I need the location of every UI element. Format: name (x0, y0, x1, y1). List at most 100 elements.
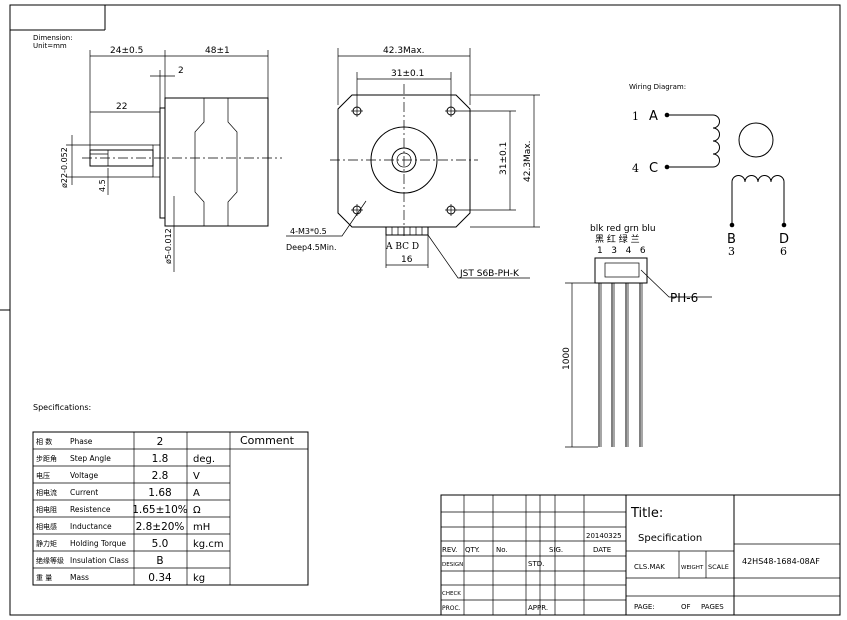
spec-comment-header: Comment (240, 434, 295, 447)
spec-en-label: Voltage (70, 471, 99, 480)
tb-date: DATE (593, 546, 611, 554)
dimension-label: Dimension: (33, 34, 73, 42)
tb-date-value: 20140325 (586, 532, 622, 540)
spec-en-label: Mass (70, 573, 89, 582)
dim-offset: 4.5 (98, 179, 107, 192)
dim-flange: 2 (178, 66, 184, 76)
leader-screw (286, 200, 367, 237)
spec-en-label: Step Angle (70, 454, 111, 463)
dim-body-length: 24±0.5 (110, 46, 143, 56)
body-profile-right (227, 98, 238, 226)
tb-check: CHECK (442, 591, 461, 597)
cable-colors-en: blk red grn blu (590, 224, 656, 234)
spec-value: 1.8 (152, 453, 169, 465)
tb-page: PAGE: (634, 603, 655, 611)
dim-hole-spacing: 31±0.1 (391, 69, 424, 79)
title-block: 20140325 REV. QTY. No. SIG. DATE DESIGN … (440, 494, 841, 616)
terminal-dot (781, 222, 787, 228)
tb-rev: REV. (442, 546, 457, 554)
boss (152, 144, 161, 178)
spec-unit: kg (193, 573, 205, 584)
wiring-diagram: Wiring Diagram: 1 A 4 C B 3 D 6 (629, 83, 789, 258)
spec-table-frame (32, 431, 309, 586)
sheet-border (9, 4, 841, 616)
pin1-letter: A (649, 109, 658, 124)
tb-design: DESIGN (442, 562, 463, 568)
tb-part-number: 42HS48-1684-08AF (742, 557, 820, 566)
spec-cn-label: 重 量 (36, 574, 52, 582)
coil-a (712, 114, 720, 168)
spec-en-label: Inductance (70, 522, 112, 531)
tb-cls-mak: CLS.MAK (634, 563, 665, 571)
body-profile-left (194, 98, 205, 226)
dim-shaft-flat: 22 (116, 102, 127, 112)
cable-colors-cn: 黑 红 绿 兰 (595, 233, 640, 245)
pin1-num: 1 (632, 110, 639, 123)
tb-title-label: Title: (630, 506, 663, 521)
dim-connector-width: 16 (401, 255, 413, 265)
cable-length: 1000 (562, 347, 572, 370)
pin4-num: 4 (632, 162, 639, 175)
connector (385, 226, 429, 236)
pinD-num: 6 (780, 245, 787, 258)
flange (159, 107, 166, 219)
connector-pins-label: A BC D (385, 242, 419, 252)
spec-cn-label: 相电感 (36, 522, 57, 531)
spec-value: 0.34 (148, 572, 172, 584)
tb-scale: SCALE (708, 563, 729, 571)
spec-value: 1.65±10% (132, 504, 188, 516)
pinB-num: 3 (728, 245, 735, 258)
spec-cn-label: 绝缘等级 (36, 556, 64, 565)
spec-cn-label: 相电流 (36, 488, 57, 497)
spec-unit: A (193, 488, 200, 499)
spec-cn-label: 相 数 (36, 437, 52, 446)
spec-value: 2.8±20% (136, 521, 185, 533)
motor-face (337, 94, 471, 228)
coil-b (731, 175, 785, 183)
spec-value: 1.68 (148, 487, 171, 499)
dim-body-depth: 48±1 (205, 46, 230, 56)
tb-of: OF (681, 603, 691, 611)
spec-cn-label: 相电阻 (36, 505, 57, 514)
housing-window (604, 262, 640, 278)
leader-housing (640, 269, 712, 298)
leader-connector (427, 234, 530, 279)
spec-unit: mH (193, 522, 210, 533)
pin4-letter: C (649, 161, 658, 176)
rotor-symbol (738, 122, 774, 158)
connector-label: JST S6B-PH-K (459, 269, 520, 279)
front-view: A BC D 16 JST S6B-PH-K 42.3Max. 31±0.1 3… (286, 46, 540, 279)
pinB-letter: B (727, 232, 736, 247)
spec-cn-label: 步距角 (36, 454, 57, 463)
dim-height: 42.3Max. (523, 140, 533, 182)
tb-proc: PROC. (442, 605, 461, 612)
tb-no: No. (496, 546, 508, 554)
pinD-letter: D (779, 232, 789, 247)
spec-cn-label: 静力矩 (36, 539, 57, 548)
spec-title: Specifications: (33, 403, 91, 412)
spec-en-label: Current (70, 488, 98, 497)
cable-drawing: blk red grn blu 黑 红 绿 兰 1 3 4 6 PH-6 100… (562, 224, 712, 448)
tb-appr: APPR. (528, 604, 548, 612)
dim-width: 42.3Max. (383, 46, 425, 56)
spec-value: 2.8 (152, 470, 169, 482)
spec-unit: deg. (193, 454, 215, 465)
spec-unit: V (193, 471, 200, 482)
spec-value: 2 (157, 436, 164, 448)
spec-cn-label: 电压 (36, 471, 50, 480)
tb-std: STD. (528, 560, 544, 568)
wiring-title: Wiring Diagram: (629, 83, 686, 91)
tb-weight: WEIGHT (681, 565, 704, 571)
spec-unit: kg.cm (193, 539, 224, 550)
depth-note: Deep4.5Min. (286, 243, 337, 252)
terminal-dot (729, 222, 735, 228)
spec-value: 5.0 (152, 538, 169, 550)
housing (594, 257, 648, 284)
spec-en-label: Resistence (70, 505, 111, 514)
screw-note: 4-M3*0.5 (290, 227, 327, 236)
dim-shaft-diameter: ø22-0.052 (60, 147, 69, 188)
spec-unit: Ω (193, 505, 201, 516)
dim-shaft-tol: ø5-0.012 (164, 228, 173, 264)
